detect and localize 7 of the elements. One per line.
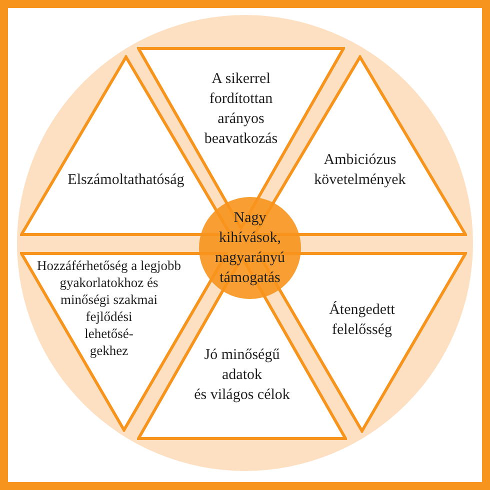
- panel-label: Ambiciózus követelmények: [314, 152, 406, 188]
- panel-label: Elszámoltathatóság: [68, 172, 184, 188]
- center-label: Nagy kihívások, nagyarányú támogatás: [215, 210, 285, 286]
- panel-label: A sikerrel fordítottan arányos beavatkozás: [204, 71, 278, 147]
- panel-label: Jó minőségű adatok és világos célok: [194, 347, 290, 403]
- panel-label: Átengedett felelősség: [329, 302, 395, 338]
- panel-label: Hozzáférhetőség a legjobb gyakorlatokhoz és minőségi szakmai fejlődési lehetősé- gekhez: [37, 258, 181, 358]
